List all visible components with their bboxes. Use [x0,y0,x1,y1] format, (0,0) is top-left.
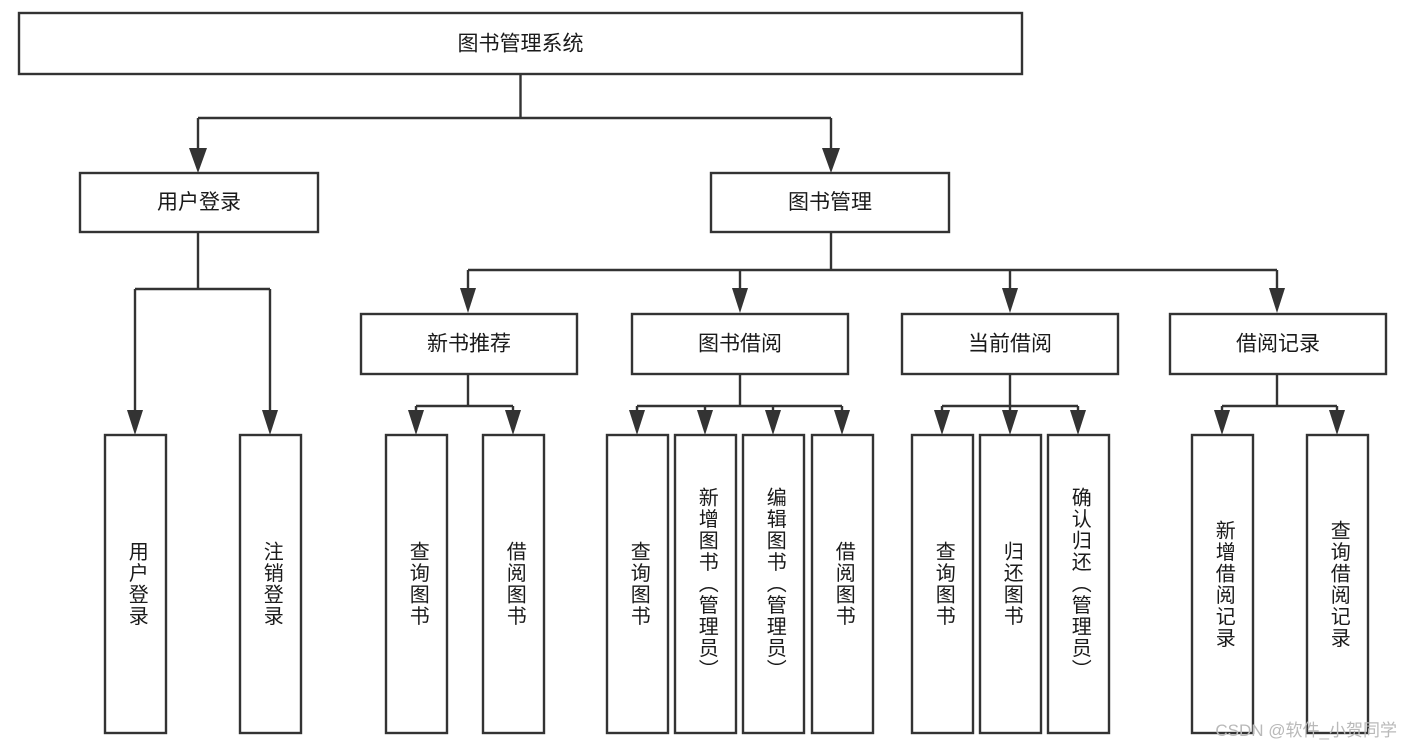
arrow-head-book-manage [822,148,840,173]
node-book-borrow-box[interactable] [630,312,850,376]
node-root-label: 图书管理系统 [458,33,584,56]
node-current-borrow-label: 当前借阅 [968,333,1052,356]
node-leaf-borrow-book-2-box[interactable] [810,433,875,735]
node-borrow-record[interactable]: 借阅记录 [1168,312,1388,376]
arrow-head-leaf-user-login [127,410,143,435]
node-new-book-rec-label: 新书推荐 [427,333,511,356]
node-current-borrow-box[interactable] [900,312,1120,376]
node-root-box[interactable] [17,11,1024,76]
node-new-book-rec[interactable]: 新书推荐 [359,312,579,376]
node-leaf-borrow-book-1-box[interactable] [481,433,546,735]
node-leaf-confirm-return-box[interactable] [1046,433,1111,735]
arrow-head-leaf-add-book [697,410,713,435]
arrow-head-leaf-query-book-3 [934,410,950,435]
arrow-head-leaf-add-record [1214,410,1230,435]
node-book-borrow-label: 图书借阅 [698,333,782,356]
connector-layer [127,74,1345,435]
node-book-manage[interactable]: 图书管理 [709,171,951,234]
node-leaf-add-book-box[interactable] [673,433,738,735]
node-leaf-query-book-3-box[interactable] [910,433,975,735]
node-book-manage-box[interactable] [709,171,951,234]
node-leaf-return-book-box[interactable] [978,433,1043,735]
arrow-head-leaf-borrow-book-2 [834,410,850,435]
node-book-manage-label: 图书管理 [788,191,872,214]
arrow-head-leaf-return-book [1002,410,1018,435]
arrow-head-leaf-query-book-2 [629,410,645,435]
arrow-head-current-borrow [1002,288,1018,313]
node-leaf-edit-book-box[interactable] [741,433,806,735]
arrow-head-leaf-confirm-return [1070,410,1086,435]
arrow-head-leaf-query-record [1329,410,1345,435]
node-borrow-record-box[interactable] [1168,312,1388,376]
arrow-head-leaf-edit-book [765,410,781,435]
csdn-watermark: CSDN @软件_小贺同学 [1215,721,1397,740]
arrow-head-user-login [189,148,207,173]
node-current-borrow[interactable]: 当前借阅 [900,312,1120,376]
node-user-login-box[interactable] [78,171,320,234]
node-leaf-query-record-box[interactable] [1305,433,1370,735]
arrow-head-leaf-borrow-book-1 [505,410,521,435]
node-new-book-rec-box[interactable] [359,312,579,376]
node-root[interactable]: 图书管理系统 [17,11,1024,76]
node-leaf-add-record-box[interactable] [1190,433,1255,735]
node-leaf-query-book-1-box[interactable] [384,433,449,735]
arrow-head-leaf-query-book-1 [408,410,424,435]
arrow-head-leaf-user-logout [262,410,278,435]
node-layer: 图书管理系统 用户登录 图书管理 新书推荐 图书借阅 当前借阅 借阅记录 [17,11,1388,735]
node-leaf-user-login-box[interactable] [103,433,168,735]
node-book-borrow[interactable]: 图书借阅 [630,312,850,376]
node-leaf-query-book-2-box[interactable] [605,433,670,735]
node-borrow-record-label: 借阅记录 [1236,333,1320,356]
arrow-head-new-book-rec [460,288,476,313]
arrow-head-borrow-record [1269,288,1285,313]
node-leaf-user-logout-box[interactable] [238,433,303,735]
arrow-head-book-borrow [732,288,748,313]
node-user-login-label: 用户登录 [157,191,241,214]
node-user-login[interactable]: 用户登录 [78,171,320,234]
